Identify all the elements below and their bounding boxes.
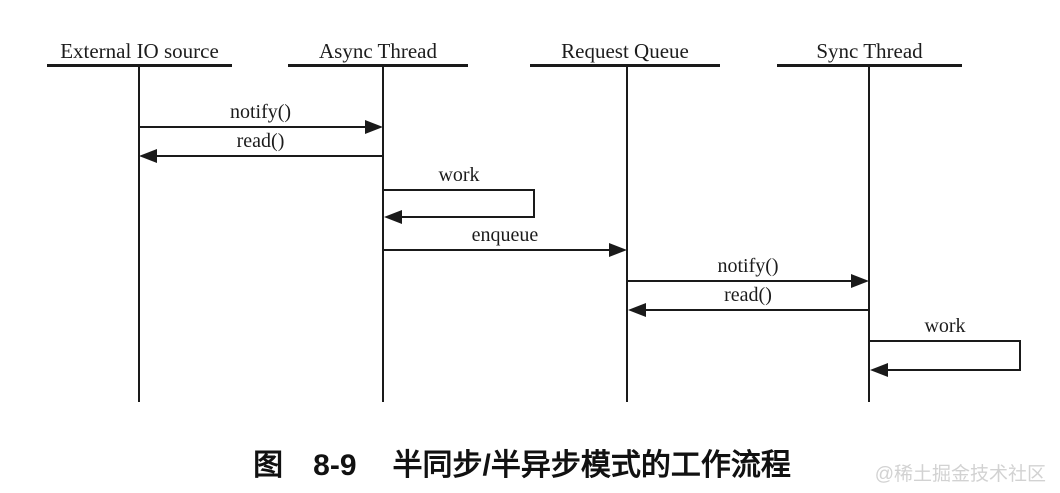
figure-caption-number: 8-9 <box>313 449 357 482</box>
actor-label-request-queue: Request Queue <box>561 39 689 63</box>
selfloop-bottom-line-sync <box>883 369 1021 371</box>
message-line-read-1 <box>152 155 383 157</box>
figure-caption-prefix: 图 <box>253 449 284 482</box>
actor-label-sync-thread: Sync Thread <box>816 39 923 63</box>
selfloop-right-line-sync <box>1019 340 1021 371</box>
actor-underline-async-thread <box>288 64 468 67</box>
lifeline-async-thread <box>382 66 384 402</box>
figure-caption: 图 8-9 半同步/半异步模式的工作流程 <box>0 440 1044 484</box>
arrowhead-left-work-async <box>384 210 402 224</box>
lifeline-sync-thread <box>868 66 870 402</box>
message-label-work-sync: work <box>924 315 966 337</box>
watermark-text: @稀土掘金技术社区 <box>874 464 1046 485</box>
message-line-read-2 <box>641 309 869 311</box>
arrowhead-left-read-2 <box>628 303 646 317</box>
selfloop-top-line-sync <box>869 340 1021 342</box>
figure-caption-title: 半同步/半异步模式的工作流程 <box>392 449 791 482</box>
message-label-notify-1: notify() <box>229 101 292 123</box>
arrowhead-right-notify-2 <box>851 274 869 288</box>
arrowhead-right-enqueue <box>609 243 627 257</box>
selfloop-right-line-async <box>533 189 535 218</box>
message-label-work-async: work <box>438 164 480 186</box>
message-line-enqueue <box>383 249 614 251</box>
message-line-notify-1 <box>138 126 370 128</box>
actor-underline-request-queue <box>530 64 720 67</box>
message-label-read-1: read() <box>236 130 285 152</box>
message-label-notify-2: notify() <box>717 255 779 277</box>
actor-label-async-thread: Async Thread <box>319 39 437 63</box>
actor-underline-external-io-source <box>47 64 232 67</box>
lifeline-external-io-source <box>138 66 140 402</box>
selfloop-top-line-async <box>383 189 535 191</box>
arrowhead-left-read-1 <box>139 149 157 163</box>
arrowhead-left-work-sync <box>870 363 888 377</box>
lifeline-request-queue <box>626 66 628 402</box>
actor-label-external-io-source: External IO source <box>60 39 219 63</box>
message-label-enqueue: enqueue <box>471 224 539 246</box>
actor-underline-sync-thread <box>777 64 962 67</box>
message-label-read-2: read() <box>724 284 772 306</box>
selfloop-bottom-line-async <box>397 216 535 218</box>
arrowhead-right-notify-1 <box>365 120 383 134</box>
message-line-notify-2 <box>627 280 856 282</box>
